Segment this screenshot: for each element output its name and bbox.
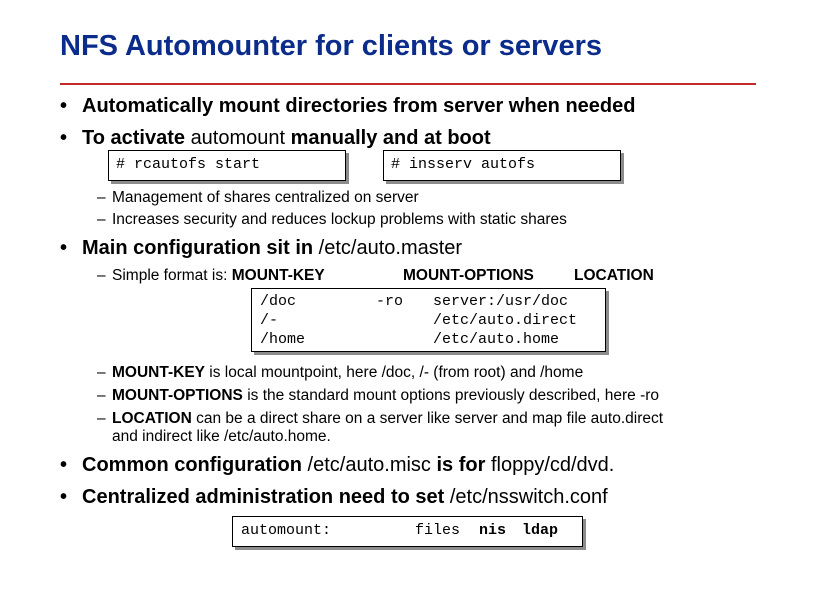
sub-item-security: –Increases security and reduces lockup p… [97,211,567,229]
bullet-path: /etc/auto.misc [307,454,431,476]
mount-key-root: /- [260,312,279,329]
bullet-path: /etc/nsswitch.conf [449,486,608,508]
dash-marker: – [97,364,106,381]
code-box-nsswitch: automount: files nis ldap [232,516,583,547]
bullet-text-end: floppy/cd/dvd. [490,454,615,476]
format-location: LOCATION [574,267,654,284]
code-rcautofs-start: # rcautofs start [116,156,261,173]
bullet-text-post: manually and at boot [285,127,491,149]
location-auto-direct: /etc/auto.direct [433,312,578,329]
bullet-text: Main configuration sit in [82,237,319,259]
sub-item-format: –Simple format is: MOUNT-KEY [97,267,325,285]
nsswitch-nis: nis [479,522,507,539]
location-server-doc: server:/usr/doc [433,293,569,310]
term-description: is the standard mount options previously… [242,387,660,404]
sub-item-mount-options: –MOUNT-OPTIONS is the standard mount opt… [97,387,659,405]
bullet-text-automount: automount [190,127,286,149]
term-mount-key: MOUNT-KEY [112,364,205,381]
format-mount-options: MOUNT-OPTIONS [403,267,534,284]
mount-key-doc: /doc [260,293,297,310]
dash-marker: – [97,267,106,284]
sub-item-mount-key: –MOUNT-KEY is local mountpoint, here /do… [97,364,583,382]
bullet-activate: • To activate automount manually and at b… [60,127,491,150]
nsswitch-key: automount: [241,522,332,539]
term-mount-options: MOUNT-OPTIONS [112,387,243,404]
term-description: can be a direct share on a server like s… [191,410,664,427]
bullet-path: /etc/auto.master [318,237,463,259]
bullet-text: Common configuration [82,454,308,476]
bullet-auto-mount: • Automatically mount directories from se… [60,95,635,118]
bullet-main-config: • Main configuration sit in /etc/auto.mas… [60,237,462,260]
dash-marker: – [97,189,106,206]
dash-marker: – [97,387,106,404]
format-prefix: Simple format is: [112,267,232,284]
code-box-rcautofs: # rcautofs start [108,150,346,181]
dash-marker: – [97,211,106,228]
code-box-insserv: # insserv autofs [383,150,621,181]
title-divider [60,83,756,85]
bullet-text: Automatically mount directories from ser… [82,95,636,117]
code-insserv-autofs: # insserv autofs [391,156,536,173]
bullet-text-pre: To activate [82,127,191,149]
slide-title: NFS Automounter for clients or servers [60,30,602,62]
location-continuation: and indirect like /etc/auto.home. [112,428,331,445]
nsswitch-files: files [415,522,461,539]
bullet-text-mid: is for [430,454,491,476]
code-box-auto-master: /doc /- /home -ro server:/usr/doc /etc/a… [251,288,606,352]
term-location: LOCATION [112,410,192,427]
sub-item-management: –Management of shares centralized on ser… [97,189,419,207]
bullet-centralized-admin: •Centralized administration need to set … [60,486,608,509]
nsswitch-ldap: ldap [522,522,559,539]
bullet-dot: • [60,237,68,259]
term-description: is local mountpoint, here /doc, /- (from… [205,364,584,381]
bullet-dot: • [60,95,68,117]
bullet-common-config: • Common configuration /etc/auto.misc is … [60,454,614,477]
mount-key-home: /home [260,331,306,348]
sub-item-text: Management of shares centralized on serv… [112,189,419,206]
bullet-text: Centralized administration need to set [82,486,450,508]
format-mount-key: MOUNT-KEY [231,267,325,284]
bullet-dot: • [60,454,68,476]
mount-option-ro: -ro [376,293,404,310]
sub-item-text: Increases security and reduces lockup pr… [112,211,567,228]
bullet-dot: • [60,127,68,149]
sub-item-location: –LOCATION can be a direct share on a ser… [97,410,663,428]
dash-marker: – [97,410,106,427]
location-auto-home: /etc/auto.home [433,331,560,348]
bullet-dot: • [60,486,68,508]
